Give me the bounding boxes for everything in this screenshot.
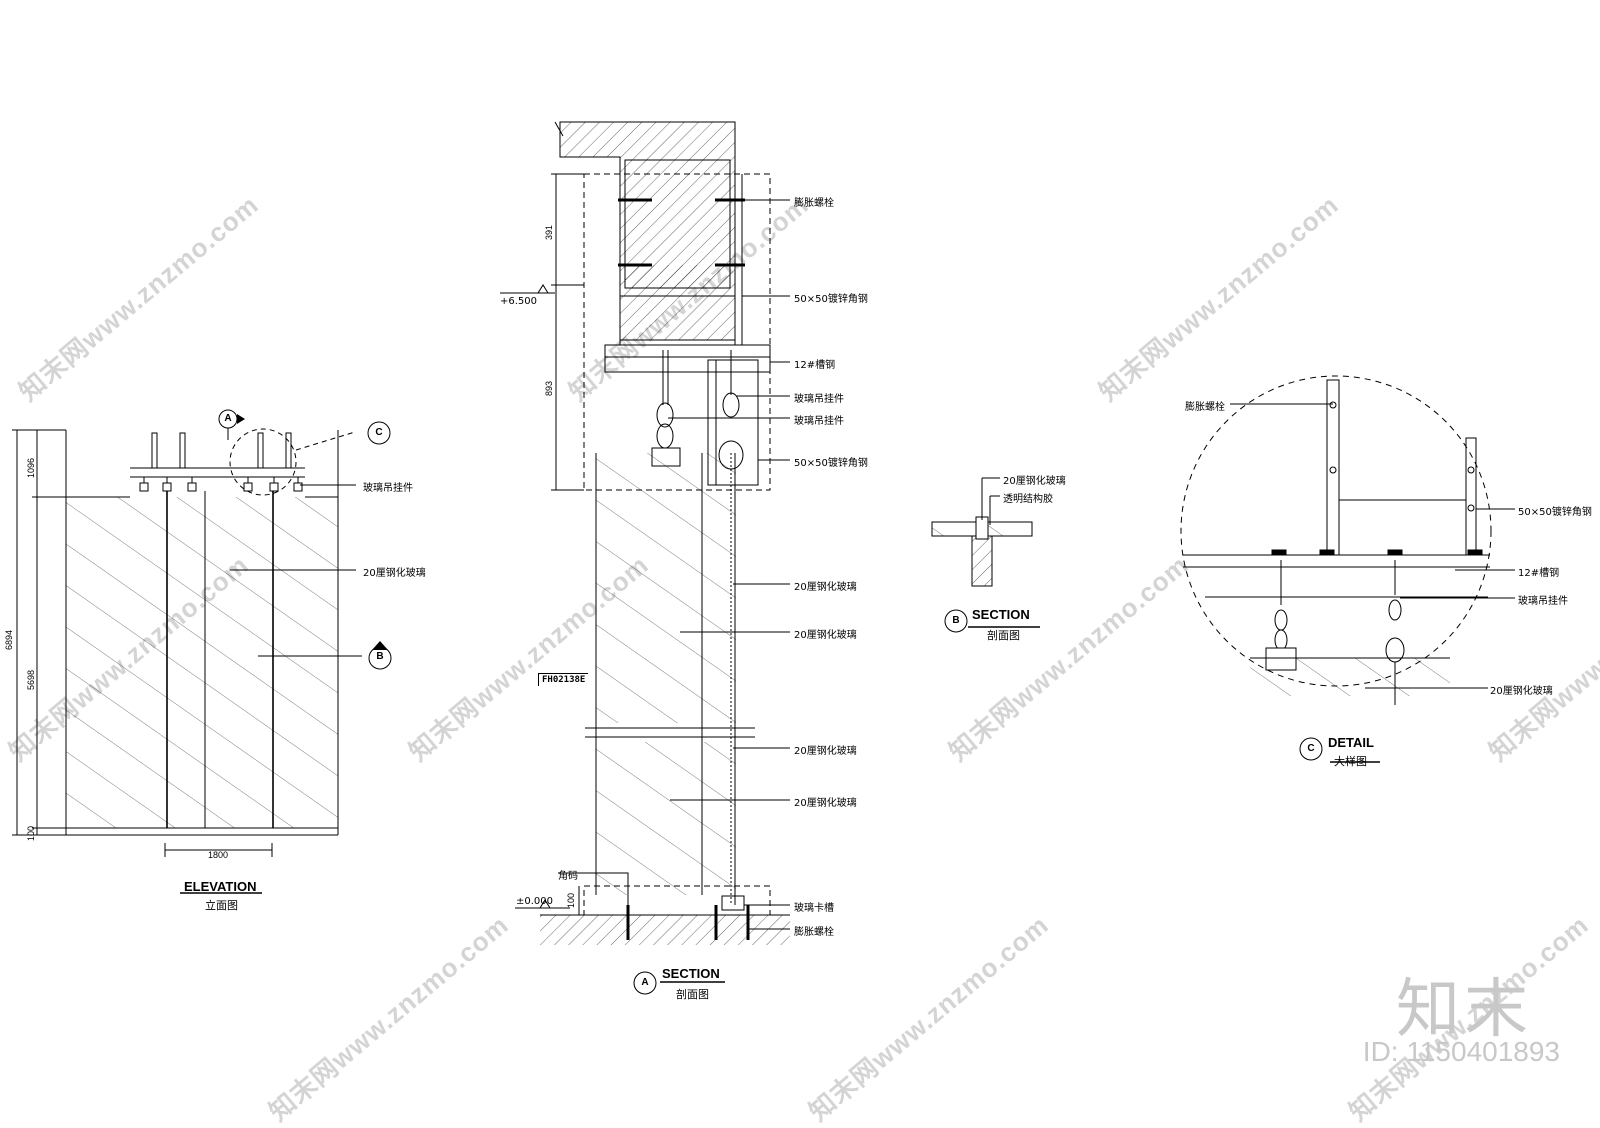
section-a-title: SECTION bbox=[662, 966, 720, 981]
section-marker-b-label: B bbox=[376, 651, 384, 662]
detail-marker-c bbox=[367, 421, 391, 445]
hanger-post bbox=[285, 432, 292, 469]
label-tempered-glass: 20厘钢化玻璃 bbox=[794, 746, 857, 757]
label-tempered-glass: 20厘钢化玻璃 bbox=[794, 630, 857, 641]
concrete-beam bbox=[624, 159, 731, 289]
hangers-detail bbox=[1265, 549, 1483, 671]
drawing-stamp: FH02138E bbox=[538, 673, 589, 686]
detail-boundary bbox=[1180, 375, 1492, 687]
detail-marker-c-label: C bbox=[375, 427, 383, 438]
expansion-bolts bbox=[618, 198, 745, 267]
section-b-drawing bbox=[931, 477, 1040, 628]
bolt bbox=[1329, 466, 1337, 474]
section-b-title-cn: 剖面图 bbox=[987, 629, 1020, 642]
level-marker bbox=[537, 284, 549, 294]
detail-c-title-cn: 大样图 bbox=[1334, 755, 1367, 768]
detail-callout-circle bbox=[229, 428, 297, 496]
glass-slot bbox=[721, 895, 745, 911]
section-marker-a-label: A bbox=[641, 977, 649, 988]
elevation-title-cn: 立面图 bbox=[205, 899, 238, 912]
image-id-label: ID: 1150401893 bbox=[1362, 1036, 1560, 1067]
level-top: +6.500 bbox=[500, 296, 538, 307]
dim-mid-height: 5698 bbox=[26, 669, 36, 690]
break-line bbox=[554, 121, 564, 137]
label-expansion-bolt: 膨胀螺栓 bbox=[794, 198, 834, 209]
dim-893: 893 bbox=[544, 380, 554, 396]
hanger-post bbox=[257, 432, 264, 469]
dim-top-height: 1096 bbox=[26, 457, 36, 478]
joint-clamp bbox=[975, 516, 989, 540]
dim-width: 1800 bbox=[208, 850, 229, 860]
channel-steel bbox=[604, 344, 771, 358]
section-marker-a-label: A bbox=[224, 413, 232, 424]
brand-logo: 知末 bbox=[1396, 973, 1532, 1047]
label-angle-steel: 50×50镀锌角钢 bbox=[1518, 507, 1592, 518]
elevation-title: ELEVATION bbox=[184, 879, 257, 894]
level-bottom: ±0.000 bbox=[516, 896, 554, 907]
glass-panel-section bbox=[596, 742, 736, 895]
elevation-drawing bbox=[12, 425, 362, 894]
detail-callout-leader bbox=[295, 431, 356, 451]
label-angle-steel: 50×50镀锌角钢 bbox=[794, 458, 868, 469]
hanger-clamps bbox=[139, 477, 303, 492]
label-tempered-glass: 20厘钢化玻璃 bbox=[1003, 476, 1066, 487]
label-structural-glue: 透明结构胶 bbox=[1003, 494, 1053, 505]
detail-c-drawing bbox=[1180, 375, 1515, 763]
arrow-icon bbox=[237, 414, 245, 424]
detail-marker-c bbox=[1299, 737, 1323, 761]
detail-c-title: DETAIL bbox=[1328, 735, 1374, 750]
section-marker-b bbox=[944, 609, 968, 633]
section-a-title-cn: 剖面图 bbox=[676, 988, 709, 1001]
glass-panel-hatch bbox=[66, 497, 338, 828]
label-angle-steel: 50×50镀锌角钢 bbox=[794, 294, 868, 305]
bolt bbox=[1467, 504, 1475, 512]
section-marker-b-label: B bbox=[952, 615, 960, 626]
glass-panel-section bbox=[596, 453, 736, 723]
floor-bolts bbox=[626, 905, 750, 940]
detail-marker-c-label: C bbox=[1307, 743, 1315, 754]
arrow-icon bbox=[372, 641, 388, 650]
label-channel-steel: 12#槽钢 bbox=[1518, 568, 1560, 579]
label-corner-code: 角码 bbox=[558, 871, 578, 882]
label-glass-hanger: 玻璃吊挂件 bbox=[1518, 596, 1568, 607]
label-tempered-glass: 20厘钢化玻璃 bbox=[794, 798, 857, 809]
bolt bbox=[1329, 401, 1337, 409]
floor-channel-outline bbox=[583, 885, 771, 916]
dim-total-height: 6894 bbox=[4, 629, 14, 650]
label-tempered-glass: 20厘钢化玻璃 bbox=[363, 568, 426, 579]
glue-joint bbox=[971, 535, 993, 587]
floor-slab bbox=[540, 915, 790, 945]
label-glass-hanger: 玻璃吊挂件 bbox=[794, 394, 844, 405]
label-channel-steel: 12#槽钢 bbox=[794, 360, 836, 371]
bolt bbox=[1467, 466, 1475, 474]
dim-100: 100 bbox=[566, 892, 576, 908]
glass-top bbox=[1250, 658, 1450, 696]
label-expansion-bolt: 膨胀螺栓 bbox=[1185, 402, 1225, 413]
section-a-drawing bbox=[500, 121, 790, 983]
label-tempered-glass: 20厘钢化玻璃 bbox=[1490, 686, 1553, 697]
channel-steel bbox=[604, 356, 771, 373]
label-glass-hanger: 玻璃吊挂件 bbox=[363, 483, 413, 494]
section-marker-a bbox=[633, 971, 657, 995]
hanger-post bbox=[179, 432, 186, 469]
label-glass-slot: 玻璃卡槽 bbox=[794, 903, 834, 914]
dim-bottom-height: 100 bbox=[26, 825, 36, 841]
level-marker bbox=[539, 899, 551, 909]
dim-391: 391 bbox=[544, 224, 554, 240]
label-tempered-glass: 20厘钢化玻璃 bbox=[794, 582, 857, 593]
hanger-post bbox=[151, 432, 158, 469]
section-b-title: SECTION bbox=[972, 607, 1030, 622]
label-expansion-bolt: 膨胀螺栓 bbox=[794, 927, 834, 938]
leader-line bbox=[558, 872, 629, 905]
label-glass-hanger: 玻璃吊挂件 bbox=[794, 416, 844, 427]
